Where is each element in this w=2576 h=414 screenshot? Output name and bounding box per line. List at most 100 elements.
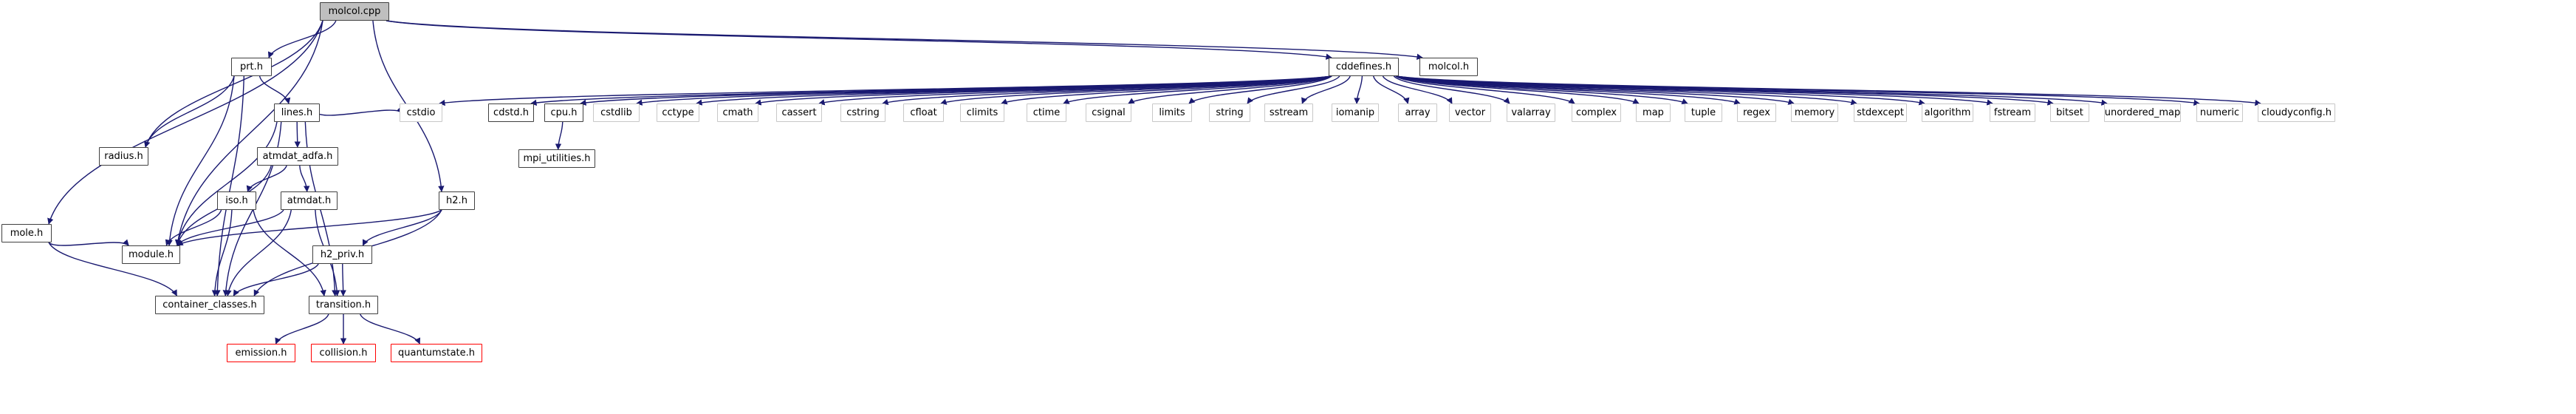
graph-edge-cddefines-h-to-vector: [1382, 75, 1453, 104]
graph-node-label: cdstd.h: [493, 107, 529, 118]
graph-node-transition-h[interactable]: transition.h: [309, 296, 378, 314]
graph-edge-molcol-cpp-to-cddefines-h: [386, 20, 1332, 60]
graph-node-complex[interactable]: complex: [1572, 104, 1621, 122]
graph-node-label: cassert: [781, 107, 817, 118]
graph-node-cdstd-h[interactable]: cdstd.h: [488, 104, 534, 122]
graph-node-vector[interactable]: vector: [1449, 104, 1491, 122]
graph-edge-molcol-cpp-to-molcol-h: [386, 20, 1423, 60]
graph-node-cmath[interactable]: cmath: [717, 104, 758, 122]
graph-node-regex[interactable]: regex: [1737, 104, 1776, 122]
graph-node-h2-h[interactable]: h2.h: [439, 191, 475, 210]
graph-node-label: cddefines.h: [1335, 61, 1392, 72]
graph-node-string[interactable]: string: [1209, 104, 1250, 122]
graph-edge-cddefines-h-to-cfloat: [940, 75, 1332, 105]
graph-node-label: iomanip: [1335, 107, 1375, 118]
graph-edge-cddefines-h-to-cpu-h: [580, 75, 1332, 106]
graph-node-mole-h[interactable]: mole.h: [1, 224, 52, 242]
graph-node-algorithm[interactable]: algorithm: [1922, 104, 1973, 122]
graph-edge-cddefines-h-to-cmath: [755, 75, 1332, 106]
graph-node-container-classes-h[interactable]: container_classes.h: [155, 296, 264, 314]
graph-node-lines-h[interactable]: lines.h: [274, 104, 320, 122]
graph-node-label: container_classes.h: [162, 299, 257, 310]
graph-node-label: climits: [966, 107, 998, 118]
graph-edge-cddefines-h-to-numeric: [1395, 75, 2200, 106]
graph-node-label: molcol.h: [1428, 61, 1470, 72]
graph-node-label: sstream: [1269, 107, 1309, 118]
graph-node-molcol-h[interactable]: molcol.h: [1419, 58, 1478, 76]
graph-node-map[interactable]: map: [1636, 104, 1671, 122]
graph-edge-cddefines-h-to-cctype: [696, 75, 1332, 106]
graph-edge-cddefines-h-to-bitset: [1395, 75, 2054, 106]
graph-node-emission-h[interactable]: emission.h: [227, 344, 295, 362]
graph-node-collision-h[interactable]: collision.h: [311, 344, 376, 362]
graph-node-label: collision.h: [319, 347, 368, 359]
graph-node-bitset[interactable]: bitset: [2050, 104, 2089, 122]
graph-node-label: cpu.h: [550, 107, 578, 118]
graph-edge-molcol-cpp-to-module-h: [174, 20, 323, 246]
graph-node-valarray[interactable]: valarray: [1507, 104, 1555, 122]
graph-node-memory[interactable]: memory: [1791, 104, 1838, 122]
graph-edge-iso-h-to-container-classes-h: [211, 209, 233, 296]
graph-edge-cddefines-h-to-climits: [1001, 75, 1332, 105]
graph-node-iomanip[interactable]: iomanip: [1332, 104, 1379, 122]
graph-edge-cddefines-h-to-fstream: [1395, 75, 1993, 106]
graph-node-quantumstate-h[interactable]: quantumstate.h: [391, 344, 482, 362]
graph-edge-atmdat-h-to-module-h: [177, 209, 284, 246]
graph-node-prt-h[interactable]: prt.h: [231, 58, 272, 76]
graph-node-label: bitset: [2056, 107, 2083, 118]
graph-edge-mole-h-to-module-h: [48, 239, 129, 246]
graph-node-limits[interactable]: limits: [1152, 104, 1192, 122]
graph-node-label: fstream: [1993, 107, 2032, 118]
graph-node-tuple[interactable]: tuple: [1685, 104, 1722, 122]
graph-node-label: molcol.cpp: [328, 6, 381, 17]
graph-node-ctime[interactable]: ctime: [1027, 104, 1066, 122]
graph-edge-h2-h-to-h2-priv-h: [362, 209, 442, 246]
graph-edge-cddefines-h-to-valarray: [1393, 75, 1510, 104]
graph-node-numeric[interactable]: numeric: [2196, 104, 2243, 122]
graph-node-label: cctype: [662, 107, 694, 118]
graph-node-label: ctime: [1032, 107, 1061, 118]
graph-node-label: cstring: [846, 107, 880, 118]
graph-edge-prt-h-to-container-classes-h: [214, 75, 245, 296]
graph-node-cstdlib[interactable]: cstdlib: [593, 104, 640, 122]
graph-edge-cddefines-h-to-csignal: [1128, 75, 1332, 104]
graph-node-molcol-cpp[interactable]: molcol.cpp: [320, 2, 389, 21]
graph-node-csignal[interactable]: csignal: [1086, 104, 1131, 122]
graph-node-cstring[interactable]: cstring: [840, 104, 886, 122]
graph-edge-molcol-cpp-to-radius-h: [144, 20, 323, 148]
graph-node-climits[interactable]: climits: [960, 104, 1004, 122]
graph-node-cassert[interactable]: cassert: [776, 104, 822, 122]
graph-node-cstdio[interactable]: cstdio: [400, 104, 442, 122]
graph-node-cfloat[interactable]: cfloat: [903, 104, 944, 122]
graph-edge-transition-h-to-emission-h: [275, 313, 329, 345]
graph-node-stdexcept[interactable]: stdexcept: [1854, 104, 1907, 122]
graph-node-mpi-utilities-h[interactable]: mpi_utilities.h: [518, 149, 595, 168]
graph-node-label: prt.h: [239, 61, 264, 72]
graph-node-fstream[interactable]: fstream: [1990, 104, 2035, 122]
graph-edge-cddefines-h-to-cstdio: [439, 75, 1332, 106]
graph-node-cddefines-h[interactable]: cddefines.h: [1329, 58, 1399, 76]
graph-node-h2-priv-h[interactable]: h2_priv.h: [312, 245, 372, 264]
graph-node-radius-h[interactable]: radius.h: [99, 147, 148, 166]
graph-node-atmdat-adfa-h[interactable]: atmdat_adfa.h: [257, 147, 338, 166]
graph-node-cpu-h[interactable]: cpu.h: [544, 104, 583, 122]
graph-node-unordered-map[interactable]: unordered_map: [2104, 104, 2181, 122]
graph-edge-cddefines-h-to-cassert: [818, 75, 1332, 106]
graph-node-iso-h[interactable]: iso.h: [217, 191, 256, 210]
graph-edge-cddefines-h-to-cstdlib: [636, 75, 1332, 106]
graph-node-label: mole.h: [10, 228, 44, 239]
graph-node-cctype[interactable]: cctype: [657, 104, 699, 122]
graph-node-module-h[interactable]: module.h: [122, 245, 180, 264]
graph-node-label: atmdat_adfa.h: [262, 151, 333, 162]
graph-edge-atmdat-adfa-h-to-iso-h: [246, 165, 287, 192]
graph-node-cloudyconfig-h[interactable]: cloudyconfig.h: [2258, 104, 2335, 122]
graph-node-label: map: [1642, 107, 1664, 118]
graph-node-atmdat-h[interactable]: atmdat.h: [281, 191, 338, 210]
graph-node-label: atmdat.h: [287, 195, 332, 206]
graph-edge-cddefines-h-to-unordered-map: [1395, 75, 2108, 106]
graph-node-array[interactable]: array: [1398, 104, 1437, 122]
graph-node-sstream[interactable]: sstream: [1264, 104, 1313, 122]
graph-edge-transition-h-to-quantumstate-h: [360, 313, 421, 345]
graph-edge-cddefines-h-to-memory: [1395, 75, 1795, 105]
graph-node-label: iso.h: [225, 195, 248, 206]
